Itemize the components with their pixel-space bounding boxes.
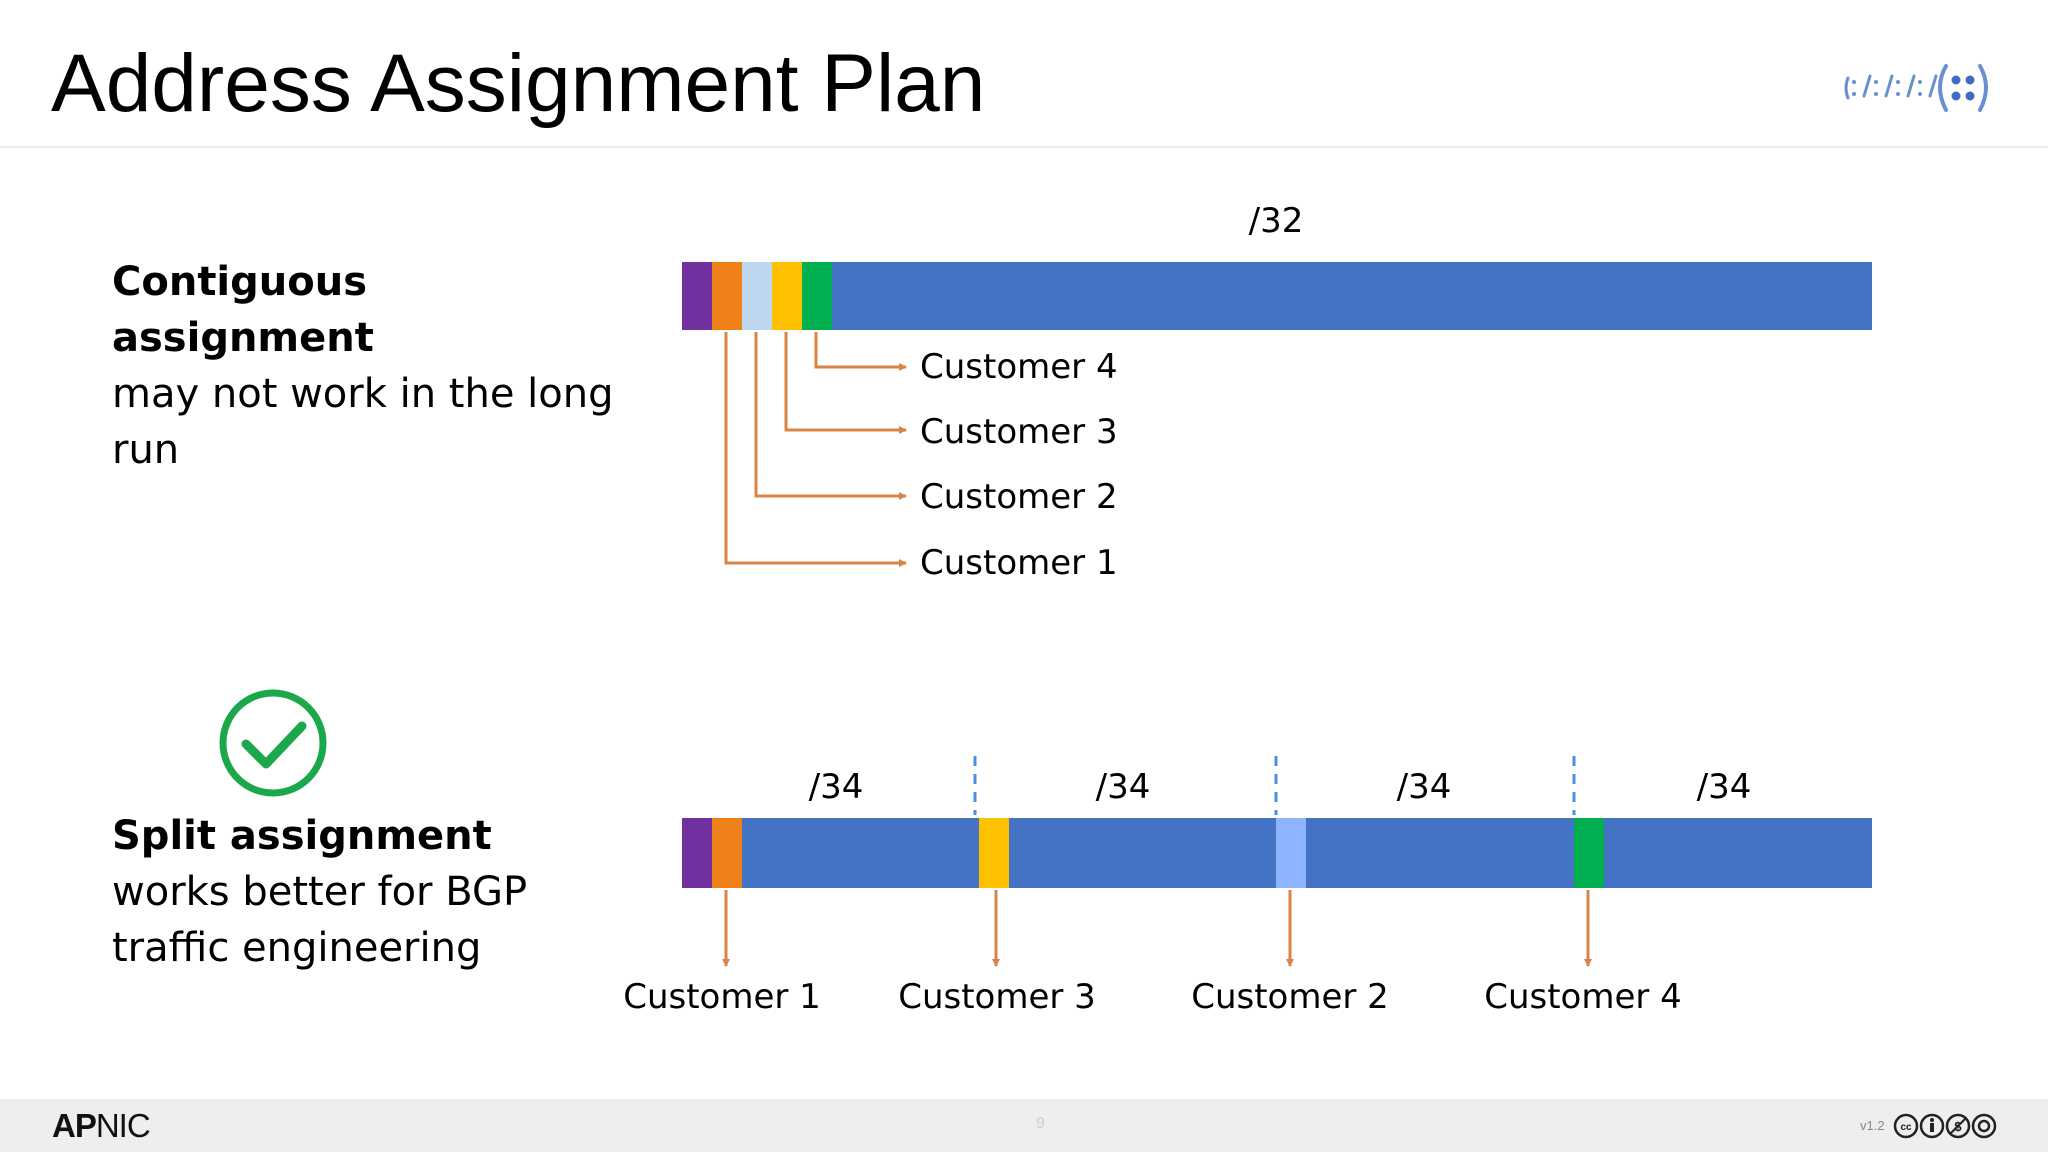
bar-segment-customer-4 <box>1574 818 1604 888</box>
bar-segment-customer-3 <box>772 262 802 330</box>
split-bar <box>682 818 1872 888</box>
title-divider <box>0 146 2048 148</box>
slide-title: Address Assignment Plan <box>51 38 986 129</box>
checkmark-icon <box>219 689 327 797</box>
customer-label: Customer 3 <box>920 412 1118 452</box>
bar-segment-customer-1 <box>712 262 742 330</box>
bar-segment-purple <box>682 818 712 888</box>
slide-footer: APNIC 9 v1.2 cc $ <box>0 1099 2048 1152</box>
apnic-logo: APNIC <box>52 1107 151 1145</box>
version-label: v1.2 <box>1860 1118 1885 1133</box>
customer-label: Customer 2 <box>920 477 1118 517</box>
prefix-label-34: /34 <box>1697 767 1752 807</box>
bar-segment-customer-4 <box>802 262 832 330</box>
customer-label: Customer 4 <box>1484 977 1682 1017</box>
split-heading: Split assignment <box>112 813 492 859</box>
bar-segment-free <box>682 262 1872 330</box>
customer-label: Customer 1 <box>920 543 1118 583</box>
customer-label: Customer 4 <box>920 347 1118 387</box>
split-description: Split assignment works better for BGP tr… <box>112 808 632 976</box>
bar-segment-customer-3 <box>979 818 1009 888</box>
creative-commons-icon: cc $ <box>1893 1113 1997 1139</box>
connector-arrow-customer-3 <box>784 332 907 434</box>
svg-text:cc: cc <box>1900 1122 1912 1133</box>
contiguous-heading: Contiguous assignment <box>112 259 374 361</box>
contiguous-description: Contiguous assignment may not work in th… <box>112 254 632 478</box>
bar-segment-customer-2 <box>742 262 772 330</box>
apnic-logo-rest: NIC <box>95 1107 151 1144</box>
split-text: works better for BGP traffic engineering <box>112 869 528 971</box>
prefix-label-34: /34 <box>1096 767 1151 807</box>
connector-arrow-customer-2 <box>754 332 907 500</box>
ipv6-logo-icon <box>1844 64 1988 112</box>
prefix-label-32: /32 <box>1249 201 1304 241</box>
bar-segment-customer-1 <box>712 818 742 888</box>
connector-arrow-customer-4 <box>814 332 907 371</box>
bar-segment-customer-2 <box>1276 818 1306 888</box>
bar-segment-purple <box>682 262 712 330</box>
customer-label: Customer 1 <box>623 977 821 1017</box>
apnic-logo-bold: AP <box>52 1107 97 1144</box>
prefix-32-bar <box>682 262 1872 330</box>
customer-label: Customer 3 <box>898 977 1096 1017</box>
customer-label: Customer 2 <box>1191 977 1389 1017</box>
connector-arrow-customer-1 <box>724 332 907 567</box>
prefix-label-34: /34 <box>809 767 864 807</box>
prefix-label-34: /34 <box>1397 767 1452 807</box>
contiguous-text: may not work in the long run <box>112 371 614 473</box>
page-number: 9 <box>1036 1115 1045 1132</box>
